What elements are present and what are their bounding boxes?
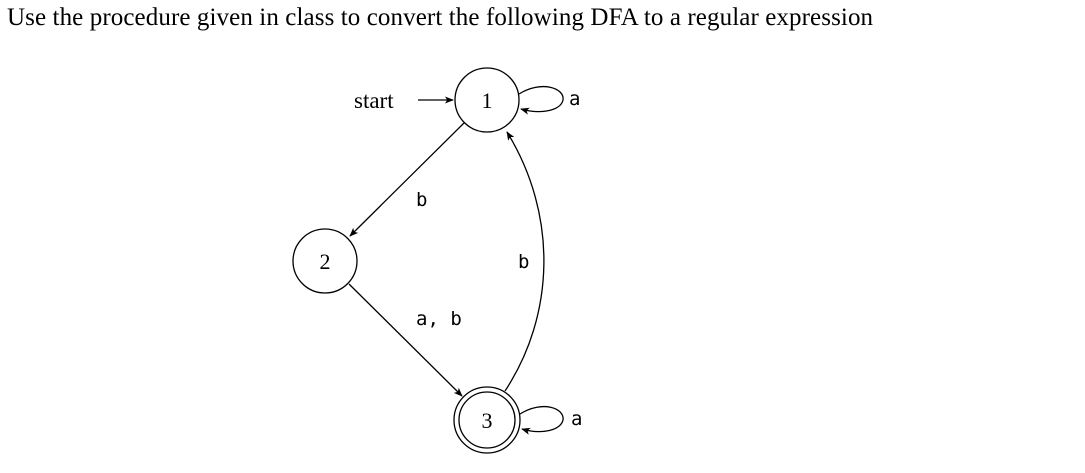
start-label: start [354, 88, 394, 113]
transition-1-1-label: a [569, 88, 580, 110]
state-2: 2 [292, 228, 358, 294]
state-2-label: 2 [320, 249, 331, 274]
transition-3-3 [519, 405, 564, 435]
transition-3-3-label: a [571, 408, 582, 430]
transition-1-1 [518, 85, 564, 115]
state-1: 1 [454, 67, 520, 133]
state-3-label: 3 [482, 408, 493, 433]
transition-2-3-label: a, b [416, 308, 462, 330]
transition-1-2-label: b [416, 189, 427, 211]
transition-3-1-label: b [518, 251, 529, 273]
transition-3-1 [504, 131, 545, 392]
transition-2-3 [348, 283, 463, 397]
state-1-label: 1 [482, 88, 493, 113]
problem-statement: Use the procedure given in class to conv… [7, 4, 874, 31]
transition-1-2 [349, 122, 465, 237]
state-3: 3 [453, 386, 521, 454]
